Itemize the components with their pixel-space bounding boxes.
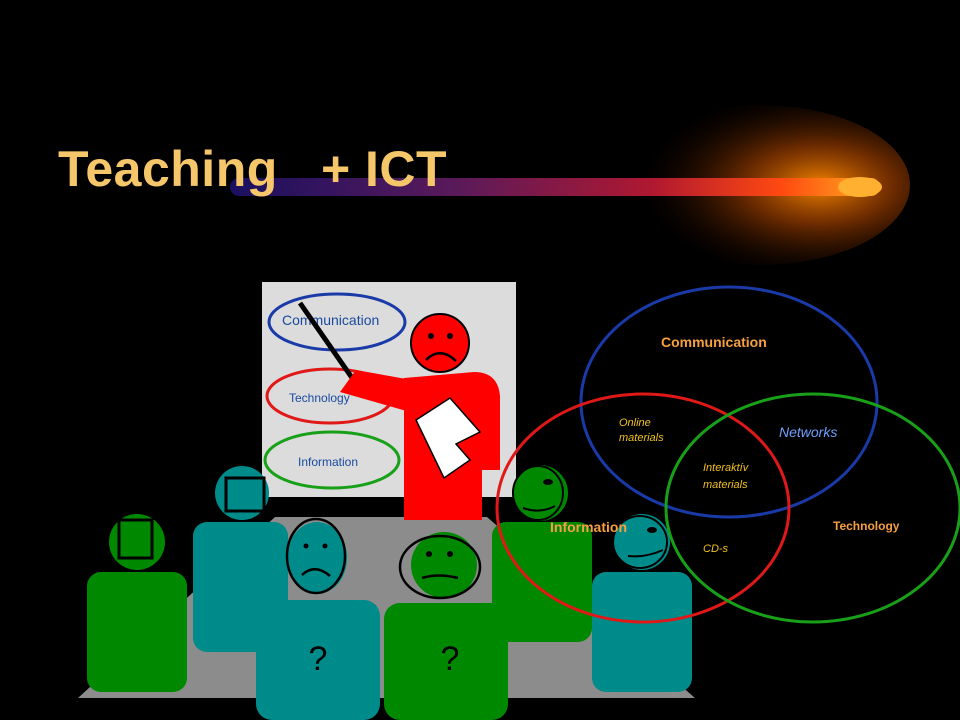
venn-label-networks: Networks [779,424,837,440]
slide-title: Teaching + ICT [58,141,448,197]
venn-label-interaktiv-2: materials [703,479,748,491]
board-information-ring [263,430,401,490]
question-mark-left: ? [309,640,328,678]
venn-technology-ring [664,392,960,624]
question-mark-right: ? [441,640,460,678]
venn-label-technology: Technology [833,519,900,533]
venn-label-interaktiv-1: Interaktív [703,462,750,474]
student-left-back [87,514,187,692]
venn-label-information: Information [550,519,627,535]
student-front-left: ? [256,517,380,720]
comet-decoration [230,105,910,265]
student-right-front [592,514,692,692]
board-item-technology: Technology [289,391,350,405]
student-right-back [492,465,592,642]
student-front-right: ? [384,532,508,720]
venn-diagram: Communication Information Technology Net… [495,285,960,624]
pointer-stick [297,301,360,387]
board-communication-ring [267,292,407,352]
venn-information-ring [495,392,791,624]
venn-label-communication: Communication [661,334,767,350]
venn-label-online-2: materials [619,432,664,444]
teacher-figure [297,301,500,520]
board-item-communication: Communication [282,312,379,328]
venn-label-cds: CD-s [703,543,729,555]
venn-label-online-1: Online [619,417,651,429]
board-item-information: Information [298,455,358,469]
venn-communication-ring [579,285,879,519]
